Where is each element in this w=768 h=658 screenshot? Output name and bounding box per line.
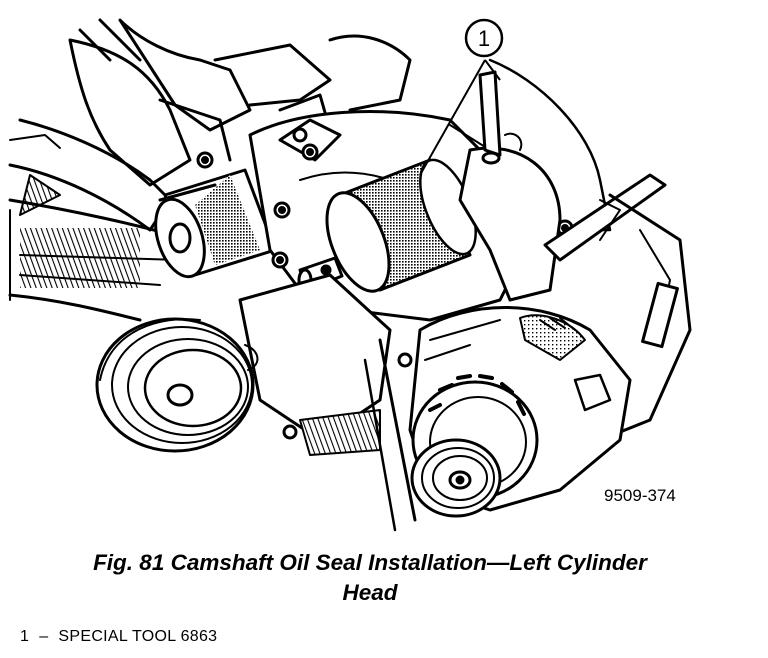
idler-pulley bbox=[154, 168, 277, 279]
legend-item: 1–SPECIAL TOOL 6863 bbox=[20, 628, 217, 646]
callout-number: 1 bbox=[478, 26, 490, 51]
figure-caption: Fig. 81 Camshaft Oil Seal Installation—L… bbox=[0, 548, 740, 608]
crankshaft-pulley bbox=[95, 317, 255, 453]
legend-item-number: 1 bbox=[20, 628, 30, 645]
drive-belt bbox=[8, 198, 192, 322]
special-tool-6863 bbox=[297, 158, 477, 293]
callout-leaders bbox=[419, 59, 501, 176]
callout-1: 1 bbox=[464, 18, 504, 58]
intake-manifold bbox=[68, 18, 412, 187]
alternator-pulley bbox=[410, 438, 502, 518]
legend: 1–SPECIAL TOOL 6863 bbox=[20, 628, 217, 646]
engine-illustration: 1 9509-374 bbox=[8, 18, 692, 532]
figure-id: 9509-374 bbox=[604, 486, 676, 505]
caption-line-1: Fig. 81 Camshaft Oil Seal Installation—L… bbox=[93, 550, 647, 575]
legend-item-separator: – bbox=[39, 628, 49, 645]
caption-line-2: Head bbox=[342, 580, 398, 605]
legend-item-text: SPECIAL TOOL 6863 bbox=[58, 628, 218, 645]
